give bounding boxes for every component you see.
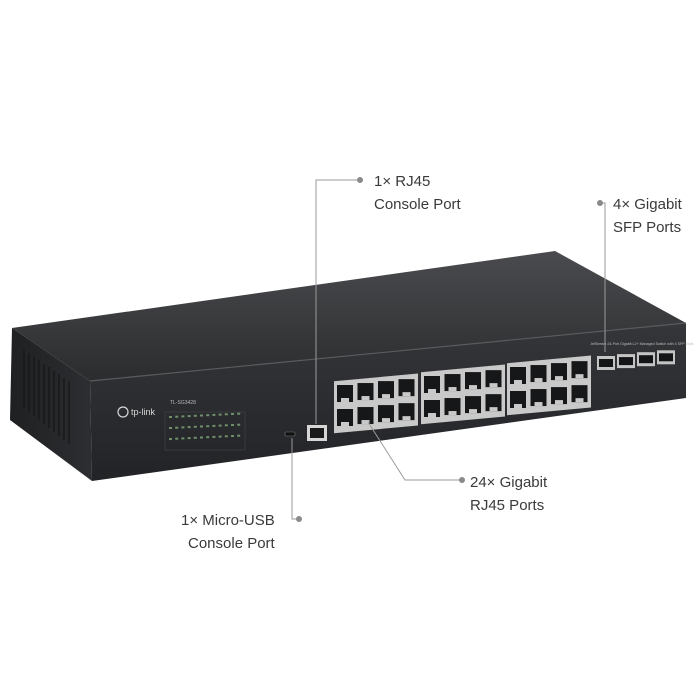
rj45-port — [465, 396, 481, 414]
callout-gigabit-ports: 24× Gigabit RJ45 Ports — [470, 471, 547, 517]
led-dot — [193, 425, 197, 428]
port-block — [421, 364, 505, 425]
led-dot — [187, 426, 191, 429]
callout-sfp-line2: SFP Ports — [613, 219, 682, 236]
led-dot — [169, 416, 172, 418]
led-dot — [218, 435, 222, 438]
led-dot — [231, 435, 234, 437]
svg-text:tp-link: tp-link — [131, 407, 156, 417]
led-dot — [206, 414, 210, 417]
rj45-port — [424, 376, 440, 393]
callout-sfp-line1: 4× Gigabit — [613, 196, 682, 213]
led-dot — [175, 415, 179, 418]
led-dot — [237, 412, 241, 415]
rj45-port — [571, 385, 588, 403]
led-dot — [212, 413, 216, 416]
rj45-port — [357, 407, 374, 425]
led-dot — [218, 424, 222, 427]
callout-rj45-line1: 1× RJ45 — [374, 173, 431, 190]
rj45-port — [398, 403, 415, 421]
rj45-port — [337, 409, 353, 426]
callout-usb-console: 1× Micro-USB Console Port — [181, 509, 275, 555]
callout-usb-line1: 1× Micro-USB — [181, 512, 275, 529]
rj45-port — [378, 405, 394, 423]
rj45-port — [485, 394, 502, 412]
led-dot — [224, 435, 228, 438]
led-dot — [237, 423, 241, 426]
led-dot — [206, 436, 210, 439]
rj45-port — [510, 391, 526, 408]
model-label: TL-SG3428 — [170, 400, 196, 406]
rj45-port — [465, 372, 481, 390]
led-dot — [193, 436, 197, 439]
led-dot — [237, 434, 241, 437]
led-indicator-panel — [164, 411, 246, 451]
led-dot — [193, 414, 197, 417]
led-indicators — [169, 412, 241, 440]
led-dot — [224, 413, 228, 416]
led-dot — [181, 437, 185, 440]
led-dot — [187, 415, 191, 418]
led-dot — [181, 415, 185, 418]
led-dot — [169, 427, 172, 429]
led-dot — [218, 413, 222, 416]
led-dot — [175, 437, 179, 440]
rj45-port — [530, 365, 547, 383]
led-dot — [181, 426, 185, 429]
rj45-port — [424, 400, 440, 417]
rj45-port — [485, 370, 502, 388]
led-dot — [187, 437, 191, 440]
callout-usb-line2: Console Port — [188, 535, 275, 552]
rj45-port — [551, 387, 567, 405]
led-dot — [231, 424, 234, 426]
led-dot — [212, 424, 216, 427]
switch-top-panel — [12, 251, 686, 381]
callout-rj45-console: 1× RJ45 Console Port — [374, 170, 461, 216]
callout-gigabit-line2: RJ45 Ports — [470, 497, 545, 514]
sfp-slot-array — [597, 350, 675, 370]
tp-link-logo: tp-link — [117, 406, 156, 418]
micro-usb-port — [284, 431, 296, 437]
led-dot — [200, 414, 203, 417]
rj45-port — [510, 367, 526, 384]
rj45-port — [378, 381, 394, 399]
led-dot — [200, 436, 203, 439]
rj45-port — [444, 398, 461, 416]
led-dot — [212, 435, 216, 438]
led-dot — [206, 425, 210, 428]
rj45-port — [398, 379, 415, 397]
callout-gigabit-line1: 24× Gigabit — [470, 474, 548, 491]
rj45-console-port — [307, 425, 327, 441]
rj45-port — [571, 361, 588, 379]
led-dot — [169, 438, 172, 440]
rj45-port — [357, 383, 374, 401]
side-vent — [23, 350, 70, 444]
rj45-port — [337, 385, 353, 402]
callout-dots — [296, 177, 603, 522]
led-dot — [175, 426, 179, 429]
callout-sfp-ports: 4× Gigabit SFP Ports — [613, 193, 682, 239]
led-dot — [231, 413, 234, 415]
led-dot — [224, 424, 228, 427]
switch-left-side — [10, 328, 92, 481]
gigabit-rj45-port-array — [334, 355, 591, 434]
callout-rj45-line2: Console Port — [374, 196, 461, 213]
front-caption: JetStream 24-Port Gigabit L2+ Managed Sw… — [590, 342, 694, 346]
port-block — [507, 355, 591, 416]
rj45-port — [530, 389, 547, 407]
led-dot — [200, 425, 203, 428]
rj45-port — [551, 363, 567, 381]
port-block — [334, 373, 418, 434]
rj45-port — [444, 374, 461, 392]
